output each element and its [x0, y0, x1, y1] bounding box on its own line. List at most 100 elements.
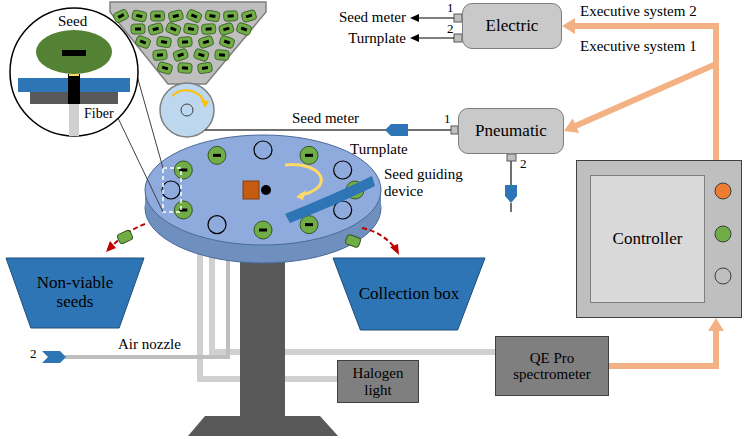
air-line — [510, 203, 512, 212]
part-label: Turnplate — [350, 141, 408, 158]
node-text: QE Pro spectrometer — [496, 350, 608, 383]
axis — [261, 185, 271, 195]
signal-arrow — [410, 34, 419, 42]
spectrometer-box: QE Pro spectrometer — [495, 336, 609, 396]
port — [507, 154, 516, 161]
actuator-box: Electric — [462, 3, 562, 49]
part-label: Seed — [58, 13, 87, 30]
port-number: 1 — [444, 112, 451, 126]
button — [715, 183, 731, 199]
seed — [215, 49, 230, 60]
empty-hole — [208, 216, 226, 234]
actuator-box: Pneumatic — [458, 108, 564, 154]
port — [454, 14, 462, 22]
part-label: Seed meter — [292, 110, 359, 127]
air-connector — [385, 124, 408, 136]
seed — [219, 35, 235, 49]
edge-label: Executive system 1 — [580, 38, 697, 55]
drop-arrow — [106, 241, 116, 252]
seed — [198, 35, 214, 49]
inset-seed-mark — [62, 50, 86, 56]
node-text: Collection box — [359, 285, 460, 304]
port-number: 1 — [447, 1, 454, 15]
seed — [223, 11, 238, 22]
seed — [197, 62, 212, 74]
air-nozzle — [243, 181, 259, 199]
part-label: Turnplate — [348, 30, 406, 47]
seed-meter-axis — [181, 104, 193, 116]
drop-arrow — [390, 244, 399, 255]
port-number: 2 — [447, 22, 454, 36]
seed-mark — [305, 223, 313, 226]
seed — [241, 9, 257, 22]
control-arrow — [564, 64, 716, 160]
button — [715, 226, 731, 242]
seed-in-hole — [254, 221, 272, 239]
part-label: Fiber — [84, 106, 114, 121]
inset-fiber-tip — [68, 74, 80, 104]
seed-mark — [213, 154, 221, 157]
empty-hole — [162, 181, 180, 199]
stand-base — [188, 416, 338, 436]
signal-arrow — [418, 37, 454, 38]
seed — [113, 9, 130, 24]
seed — [205, 10, 221, 22]
port-number: 2 — [30, 347, 37, 361]
seed — [157, 61, 173, 75]
seed — [172, 48, 188, 62]
seed-in-hole — [174, 161, 192, 179]
seed — [165, 22, 182, 37]
port — [451, 126, 458, 134]
seed — [178, 36, 193, 47]
node-text: Controller — [613, 230, 683, 249]
seed-guiding-device — [285, 176, 375, 223]
seed — [153, 49, 168, 60]
seed — [168, 9, 184, 22]
node-text: Pneumatic — [475, 122, 547, 141]
seed — [345, 234, 362, 248]
signal-arrow — [418, 17, 454, 18]
control-arrow — [562, 18, 716, 160]
seed — [131, 10, 147, 23]
seed — [183, 23, 198, 35]
seed-mark — [259, 229, 267, 232]
turnplate-top — [145, 135, 381, 245]
node-text: Non-viable seeds — [28, 274, 122, 311]
rotation-arrow — [296, 190, 306, 200]
seed — [156, 36, 171, 48]
seed — [117, 230, 134, 245]
seed-in-hole — [208, 146, 226, 164]
seed — [178, 63, 193, 74]
button — [715, 268, 731, 284]
part-label: Seed guiding device — [384, 166, 476, 199]
part-label: Seed meter — [339, 9, 406, 26]
port — [454, 34, 462, 42]
inset-circle — [10, 8, 138, 136]
seed — [135, 35, 152, 49]
drop-arrow — [112, 224, 145, 246]
drop-arrow — [362, 228, 395, 248]
seed-bin: Collection box — [333, 258, 485, 330]
rotation-arrow — [172, 90, 205, 104]
seed-bin: Non-viable seeds — [6, 258, 144, 328]
seed — [148, 22, 164, 35]
seed — [201, 24, 216, 35]
rotation-arrow — [201, 100, 209, 108]
empty-hole — [334, 161, 352, 179]
port-number: 2 — [520, 157, 527, 171]
seed — [131, 24, 145, 34]
detect-zone — [163, 168, 181, 212]
leader-line — [118, 118, 163, 212]
air-connector — [505, 185, 517, 203]
seed — [218, 22, 234, 36]
signal-arrow — [410, 14, 419, 22]
seed — [186, 9, 203, 24]
seed — [236, 22, 253, 36]
inset-fiber — [69, 104, 79, 136]
seed-mark — [305, 154, 313, 157]
node-text: Electric — [486, 17, 539, 36]
edge-label: Executive system 2 — [580, 3, 697, 20]
seed — [150, 11, 164, 21]
